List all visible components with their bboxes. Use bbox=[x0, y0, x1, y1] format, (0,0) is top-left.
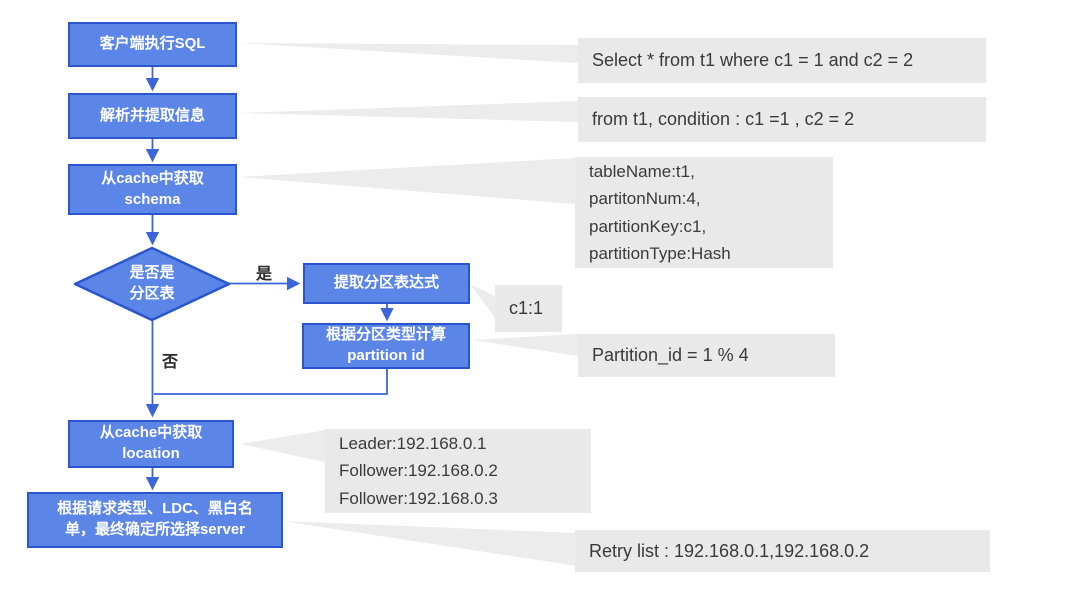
callout-wedge-retry bbox=[282, 521, 577, 566]
annotation-partition-id-calc: Partition_id = 1 % 4 bbox=[578, 334, 835, 377]
annotation-retry-list: Retry list : 192.168.0.1,192.168.0.2 bbox=[575, 530, 990, 572]
annotation-parsed-condition: from t1, condition : c1 =1 , c2 = 2 bbox=[578, 97, 986, 142]
annotation-partition-expression-value: c1:1 bbox=[495, 285, 562, 332]
callout-wedge-sql bbox=[237, 43, 578, 63]
line-calc-merge bbox=[154, 369, 388, 395]
callout-wedge-condition bbox=[239, 101, 578, 122]
node-choose-server: 根据请求类型、LDC、黑白名 单，最终确定所选择server bbox=[27, 492, 283, 548]
node-extract-expression: 提取分区表达式 bbox=[303, 263, 470, 304]
branch-label-yes: 是 bbox=[256, 266, 273, 283]
annotation-schema-info: tableName:t1, partitonNum:4, partitionKe… bbox=[575, 157, 833, 268]
node-client-sql: 客户端执行SQL bbox=[68, 22, 237, 67]
callout-wedge-location bbox=[240, 430, 325, 462]
node-get-location: 从cache中获取 location bbox=[68, 420, 234, 468]
callout-wedge-expression bbox=[470, 284, 495, 318]
node-calc-partition-id: 根据分区类型计算 partition id bbox=[302, 323, 470, 369]
decision-diamond bbox=[73, 246, 231, 322]
callout-wedge-schema bbox=[238, 158, 575, 204]
node-get-schema: 从cache中获取 schema bbox=[68, 164, 237, 215]
annotation-sql-statement: Select * from t1 where c1 = 1 and c2 = 2 bbox=[578, 38, 986, 83]
branch-label-no: 否 bbox=[162, 354, 179, 371]
decision-diamond-label: 是否是 分区表 bbox=[129, 264, 175, 302]
annotation-location-info: Leader:192.168.0.1 Follower:192.168.0.2 … bbox=[325, 429, 591, 513]
callout-wedge-partition-id bbox=[472, 334, 578, 356]
node-parse-extract: 解析并提取信息 bbox=[68, 93, 237, 139]
